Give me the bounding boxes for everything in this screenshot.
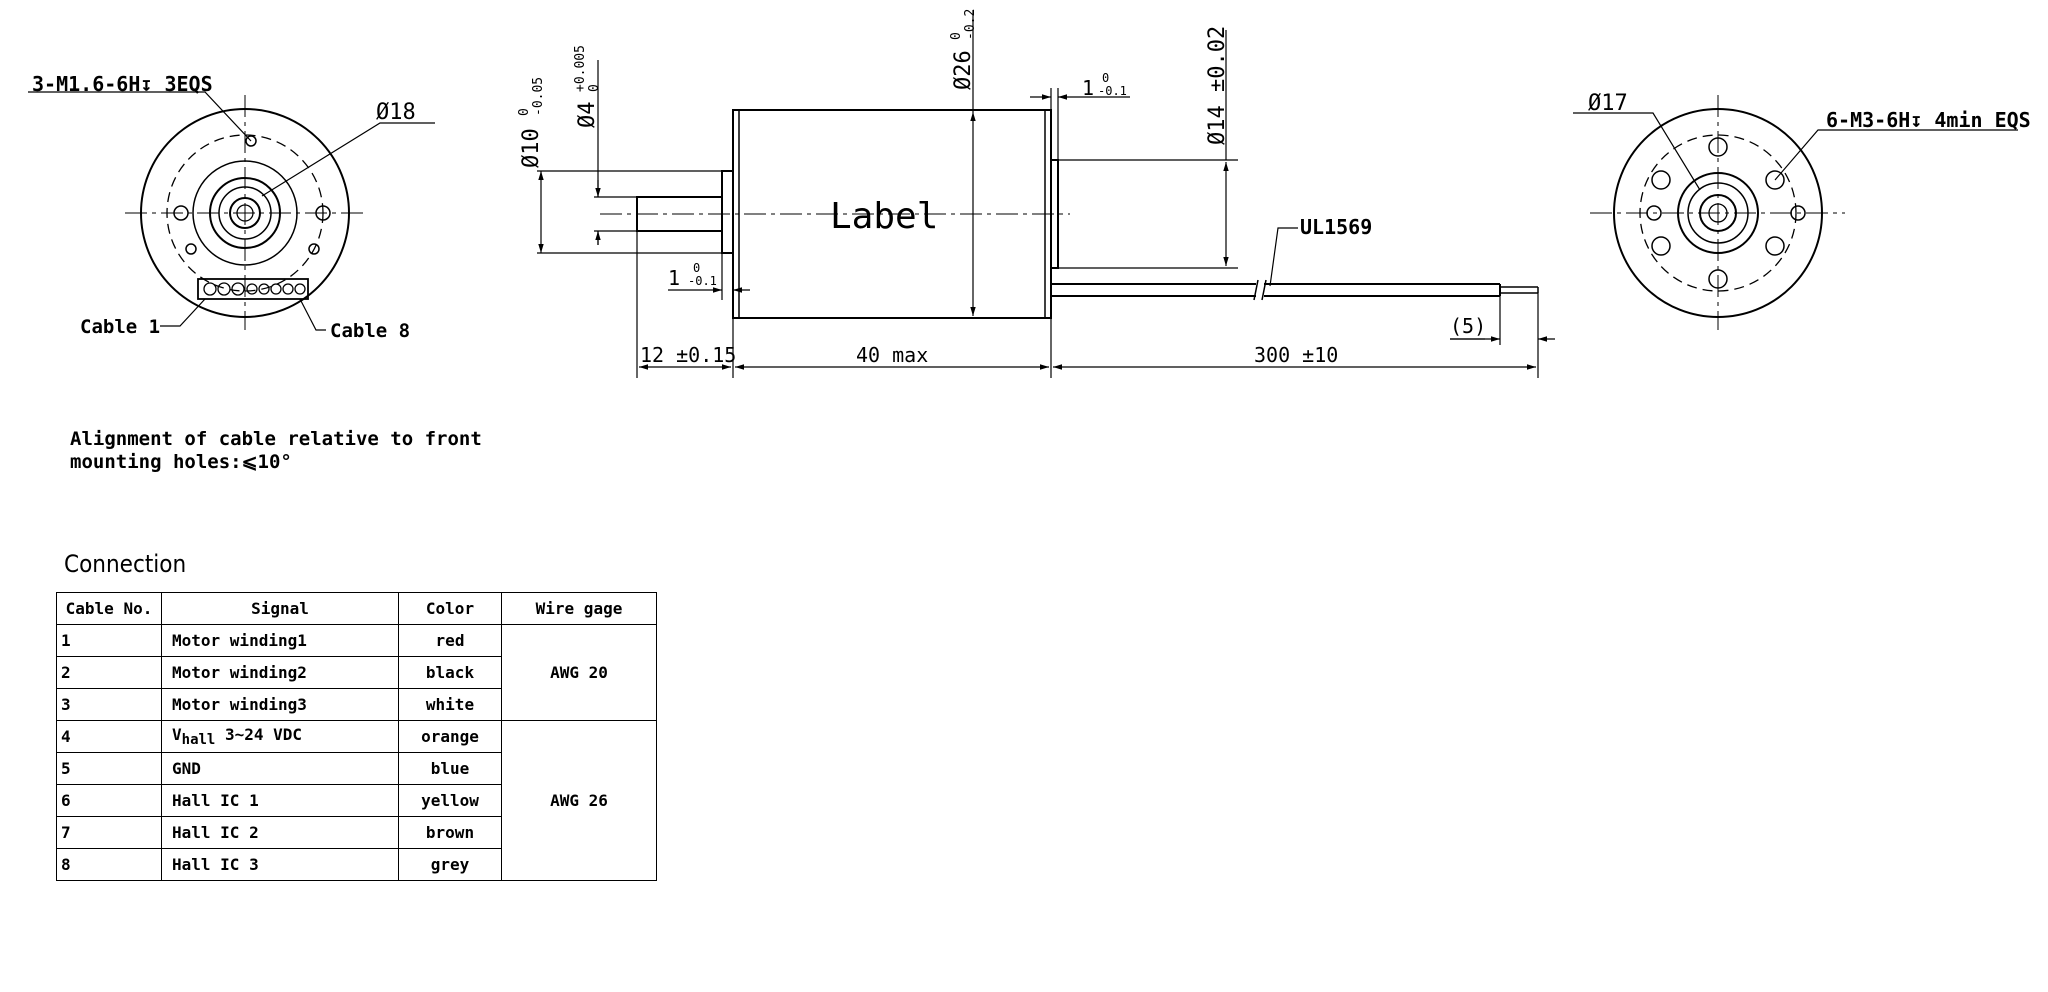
svg-text:Ø10: Ø10 — [519, 128, 544, 168]
body-dia-dim: Ø26 0 -0.2 — [949, 9, 978, 90]
hub-dia-dim: Ø14 ±0.02 — [1205, 26, 1230, 145]
cable-8-label: Cable 8 — [330, 320, 410, 342]
header-wire-gage: Wire gage — [501, 592, 657, 625]
strip-length-dim: (5) — [1450, 314, 1486, 338]
cable-1-label: Cable 1 — [80, 316, 160, 338]
connection-title: Connection — [64, 550, 187, 578]
table-row: 2 Motor winding2 black — [56, 656, 657, 689]
rear-thread-callout: 6-M3-6H↧ 4min EQS — [1826, 108, 2031, 132]
svg-text:1: 1 — [1082, 76, 1094, 100]
table-row: 1 Motor winding1 red AWG 20 — [56, 624, 657, 721]
table-row: 8 Hall IC 3 grey — [56, 848, 657, 881]
pilot-dia-dim: Ø10 0 -0.05 — [517, 77, 546, 168]
shaft-dia-dim: Ø4 +0.005 0 — [573, 45, 602, 128]
rear-dia-17: Ø17 — [1588, 91, 1628, 116]
svg-text:-0.05: -0.05 — [531, 77, 546, 116]
svg-text:0: 0 — [587, 84, 602, 92]
body-label: Label — [830, 196, 938, 237]
shaft-length-dim: 12 ±0.15 — [640, 343, 736, 367]
svg-text:0: 0 — [1102, 71, 1109, 85]
gage-group-2: AWG 26 — [501, 720, 657, 881]
side-view — [600, 109, 1539, 319]
svg-text:1: 1 — [668, 266, 680, 290]
svg-text:Ø14 ±0.02: Ø14 ±0.02 — [1205, 26, 1230, 145]
svg-text:Ø26: Ø26 — [951, 50, 976, 90]
gage-group-1: AWG 20 — [501, 624, 657, 721]
cable-type-label: UL1569 — [1300, 215, 1372, 239]
svg-text:+0.005: +0.005 — [573, 45, 588, 92]
table-header-row: Cable No. Signal Color Wire gage — [56, 592, 657, 625]
front-dia-18: Ø18 — [376, 100, 416, 125]
front-thread-callout: 3-M1.6-6H↧ 3EQS — [32, 72, 213, 96]
front-view — [28, 91, 435, 331]
svg-text:-0.2: -0.2 — [963, 9, 978, 40]
svg-text:0: 0 — [517, 108, 532, 116]
table-row: 4 Vhall 3∼24 VDC orange AWG 26 — [56, 720, 657, 881]
side-view-dimensions — [537, 10, 1555, 378]
front-step-dim: 1 0 -0.1 — [668, 261, 717, 290]
table-row: 6 Hall IC 1 yellow — [56, 784, 657, 817]
rear-view — [1573, 95, 2018, 330]
body-length-dim: 40 max — [856, 343, 928, 367]
header-signal: Signal — [161, 592, 399, 625]
header-cable-no: Cable No. — [56, 592, 162, 625]
svg-text:0: 0 — [949, 32, 964, 40]
table-row: 5 GND blue — [56, 752, 657, 785]
svg-text:0: 0 — [693, 261, 700, 275]
connection-table: Cable No. Signal Color Wire gage 1 Motor… — [56, 592, 657, 881]
cable-alignment-note: Alignment of cable relative to front mou… — [70, 428, 482, 473]
svg-text:-0.1: -0.1 — [688, 274, 717, 288]
header-color: Color — [398, 592, 502, 625]
cable-length-dim: 300 ±10 — [1254, 343, 1338, 367]
rear-step-dim: 1 0 -0.1 — [1082, 71, 1127, 100]
svg-text:-0.1: -0.1 — [1098, 84, 1127, 98]
svg-text:Ø4: Ø4 — [575, 102, 600, 129]
